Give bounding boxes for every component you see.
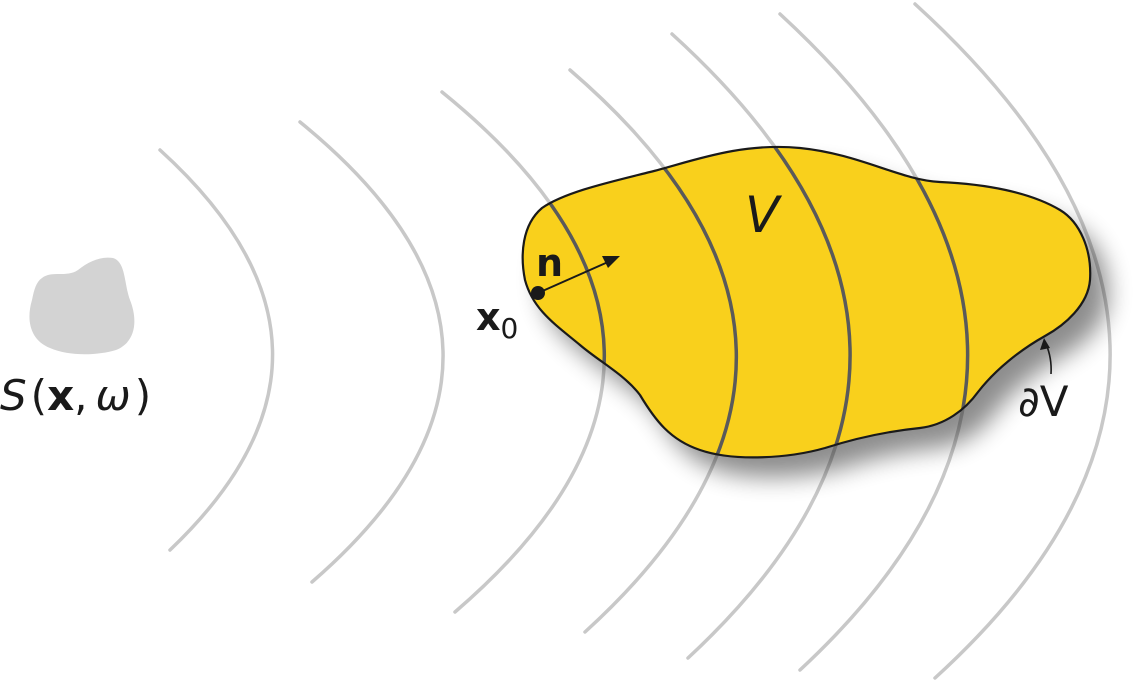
source-label-open: ( — [31, 371, 47, 420]
wavefront-3-inside — [522, 146, 607, 458]
point-label: x0 — [476, 295, 518, 345]
wavefront-1 — [158, 148, 275, 552]
boundary-pointer-arrowhead — [1040, 338, 1050, 350]
point-x0-marker — [531, 286, 545, 300]
source-label-close: ) — [135, 371, 151, 420]
wavefront-6-inside — [778, 146, 970, 458]
volume-label: V — [745, 186, 783, 244]
source-label-comma: , — [74, 371, 87, 420]
wavefront-2 — [298, 120, 445, 584]
source-label-omega: ω — [96, 371, 131, 420]
normal-label: n — [536, 241, 563, 285]
point-label-base: x — [476, 295, 501, 339]
wavefront-3 — [440, 90, 607, 614]
wavefront-5-inside — [670, 146, 852, 458]
point-label-sub: 0 — [501, 312, 519, 345]
boundary-label: ∂V — [1018, 377, 1069, 426]
normal-arrow-shaft — [537, 261, 609, 294]
normal-arrowhead — [602, 256, 620, 268]
source-label-x: x — [47, 371, 74, 420]
source-label-s: S — [0, 371, 27, 420]
volume-boundary — [521, 145, 1092, 459]
wavefront-7 — [913, 2, 1112, 680]
volume-region — [522, 146, 1091, 458]
source-blob — [29, 257, 135, 355]
source-label: S(x,ω) — [0, 371, 151, 420]
